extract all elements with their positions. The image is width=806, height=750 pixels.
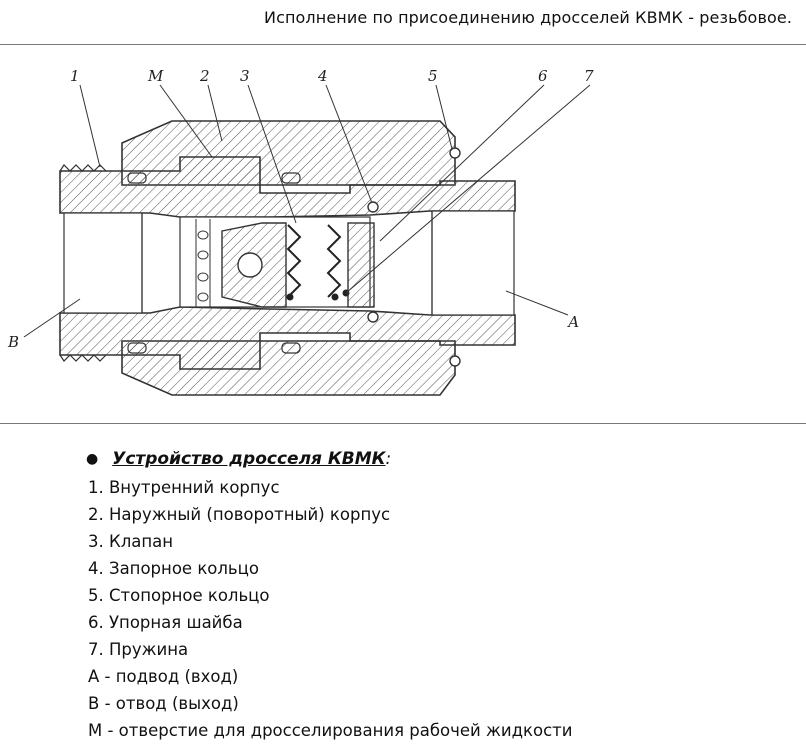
callout-labels: 1 М 2 3 4 5 6 7 В А: [7, 67, 594, 351]
legend-item: 2. Наружный (поворотный) корпус: [88, 505, 391, 524]
legend-item: 7. Пружина: [88, 640, 189, 659]
o-rings: [127, 147, 461, 367]
callout-3: 3: [240, 67, 250, 85]
callout-b: В: [7, 333, 19, 351]
inner-body: [59, 156, 516, 370]
throttle-orifices: [195, 219, 211, 307]
legend-item: 3. Клапан: [88, 532, 174, 551]
page-title: Исполнение по присоединению дросселей КВ…: [264, 8, 792, 27]
callout-7: 7: [584, 67, 594, 85]
legend-item: М - отверстие для дросселирования рабоче…: [88, 721, 573, 740]
bottom-divider: [0, 423, 806, 424]
callout-1: 1: [70, 67, 80, 85]
callout-2: 2: [199, 67, 210, 85]
valve: [221, 222, 287, 308]
thrust-washer: [347, 222, 375, 308]
callout-4: 4: [317, 67, 328, 85]
legend-item: 6. Упорная шайба: [88, 613, 243, 632]
legend-item: В - отвод (выход): [88, 694, 239, 713]
legend-item: А - подвод (вход): [88, 667, 239, 686]
legend-item: 5. Стопорное кольцо: [88, 586, 270, 605]
leader-lines: [23, 84, 591, 338]
legend-heading: ● Устройство дросселя КВМК:: [86, 444, 786, 474]
legend-heading-colon: :: [385, 449, 392, 469]
drawing-svg: 1 М 2 3 4 5 6 7 В А: [7, 67, 594, 396]
outer-body: [121, 120, 456, 396]
bore-right: [431, 210, 515, 316]
top-divider: [0, 44, 806, 45]
callout-a: А: [567, 313, 579, 331]
callout-6: 6: [538, 67, 548, 85]
callout-m: М: [147, 67, 164, 85]
legend-item: 4. Запорное кольцо: [88, 559, 259, 578]
callout-5: 5: [428, 67, 438, 85]
legend-list: 1. Внутренний корпус 2. Наружный (поворо…: [88, 474, 786, 744]
legend: ● Устройство дросселя КВМК: 1. Внутренни…: [86, 444, 786, 744]
cross-section-drawing: 1 М 2 3 4 5 6 7 В А: [0, 45, 806, 422]
bullet-icon: ●: [86, 451, 99, 467]
legend-heading-text: Устройство дросселя КВМК: [112, 449, 386, 469]
bore-left: [63, 212, 143, 314]
legend-item: 1. Внутренний корпус: [88, 478, 280, 497]
